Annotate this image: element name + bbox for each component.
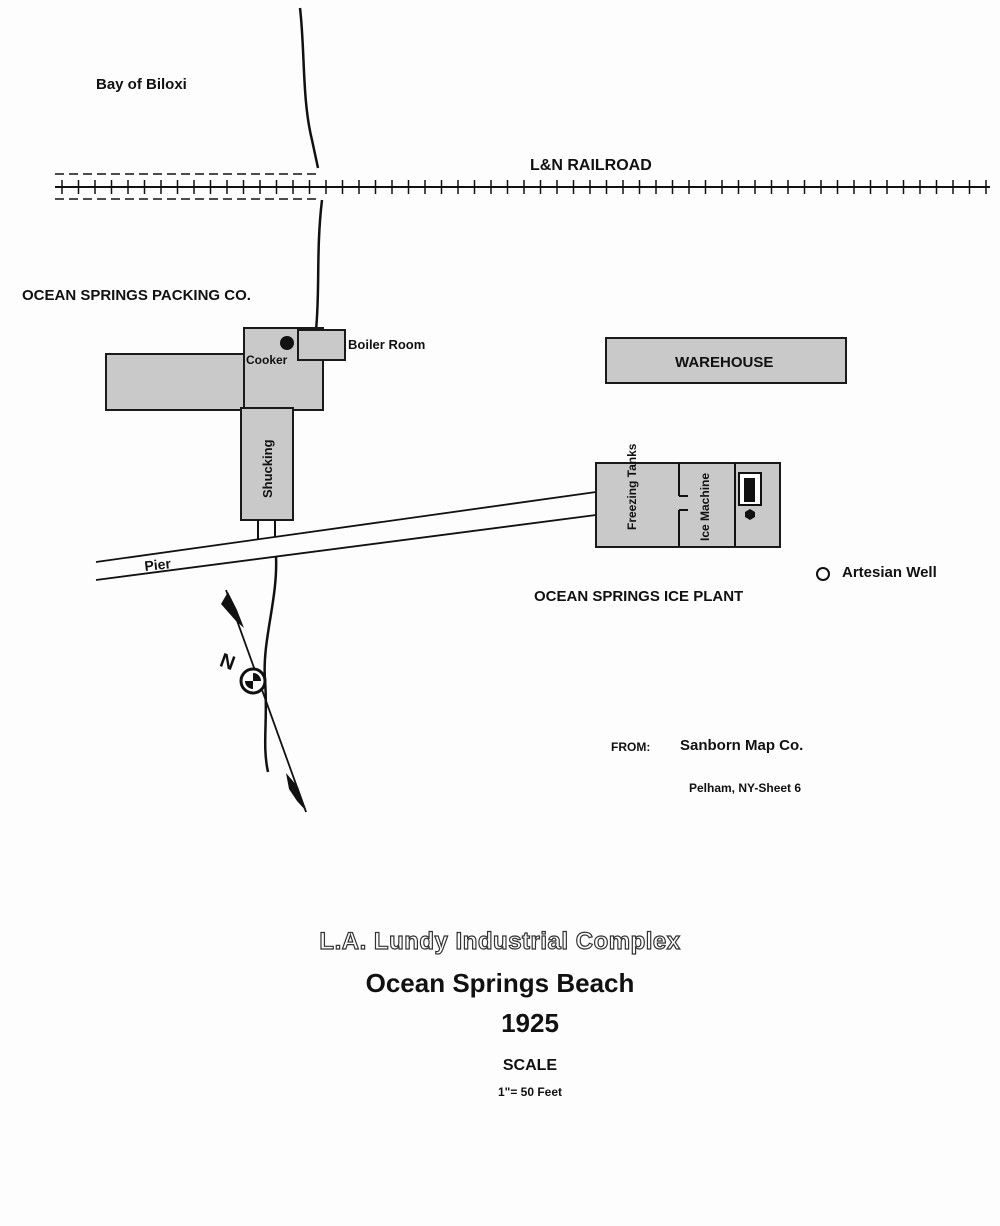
- source-company: Sanborn Map Co.: [680, 737, 803, 754]
- freezing-tanks-label: Freezing Tanks: [625, 443, 639, 530]
- source-from-label: FROM:: [611, 740, 650, 754]
- warehouse-label: WAREHOUSE: [675, 354, 773, 371]
- north-arrow: N: [217, 589, 307, 813]
- scale-value: 1"= 50 Feet: [497, 1085, 563, 1099]
- shucking-label: Shucking: [260, 439, 275, 498]
- ice-plant-label: OCEAN SPRINGS ICE PLANT: [534, 588, 743, 605]
- north-label: N: [217, 648, 238, 674]
- ice-plant-building: [595, 462, 781, 548]
- pier: [95, 491, 597, 581]
- artesian-well-icon: [816, 567, 830, 581]
- pier-label: Pier: [144, 555, 173, 574]
- boiler-room-building: [297, 329, 346, 361]
- warehouse-building: [605, 337, 847, 384]
- artesian-well-label: Artesian Well: [842, 564, 937, 581]
- packing-company-label: OCEAN SPRINGS PACKING CO.: [22, 287, 251, 304]
- railroad-track: [55, 173, 990, 200]
- title-line-1: L.A. Lundy Industrial Complex: [319, 927, 681, 955]
- cooker-icon: [280, 336, 294, 350]
- ice-machine-label: Ice Machine: [698, 473, 712, 541]
- cooker-label: Cooker: [246, 353, 288, 367]
- packing-company-buildings: [105, 327, 346, 540]
- title-line-2: Ocean Springs Beach: [365, 968, 635, 998]
- packing-west-wing: [105, 353, 247, 411]
- scale-label: SCALE: [502, 1057, 558, 1074]
- railroad-label: L&N RAILROAD: [530, 157, 652, 174]
- title-year: 1925: [501, 1008, 559, 1038]
- bay-label: Bay of Biloxi: [96, 76, 187, 93]
- boiler-room-label: Boiler Room: [348, 337, 425, 352]
- shucking-building: [240, 407, 294, 521]
- source-sheet: Pelham, NY-Sheet 6: [689, 781, 801, 795]
